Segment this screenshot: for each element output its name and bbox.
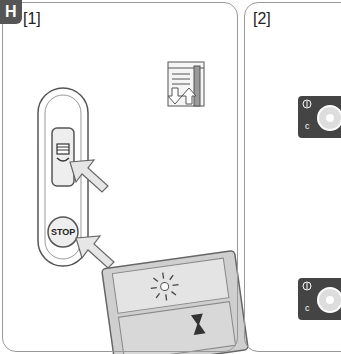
figure-letter: H <box>5 3 17 21</box>
step-number: [1] <box>23 10 41 28</box>
wall-device <box>102 250 249 354</box>
dial-mark: c <box>305 303 310 313</box>
button-label: STOP <box>51 227 75 237</box>
pointer-arrow <box>70 160 114 268</box>
step-panel: [1] <box>2 2 238 352</box>
dial-mark: c <box>305 121 310 131</box>
figure-tab: H <box>0 0 22 24</box>
dial-switch <box>298 96 341 320</box>
step-panel: [2] <box>244 2 341 352</box>
blind-icon <box>168 62 204 106</box>
step-number: [2] <box>253 10 271 28</box>
